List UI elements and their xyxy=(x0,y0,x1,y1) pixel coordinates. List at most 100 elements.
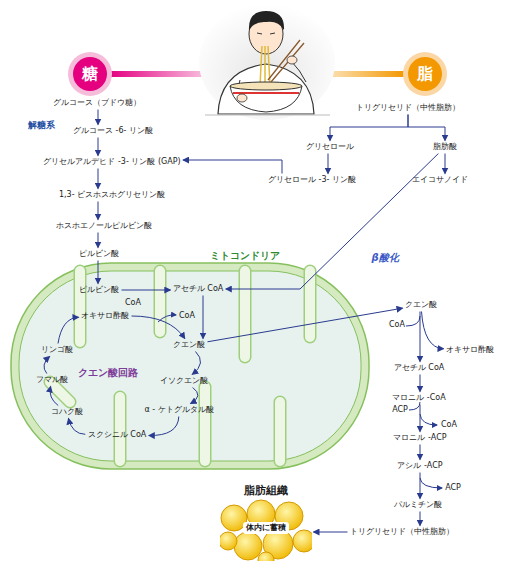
annotation-label: ACP xyxy=(392,405,408,415)
chopsticks xyxy=(268,40,304,82)
crista-outline xyxy=(114,397,127,461)
connector-arrow xyxy=(420,473,421,499)
input-arrow xyxy=(409,402,420,410)
crista-outline xyxy=(274,402,287,461)
circle-text: 脂 xyxy=(403,52,447,96)
release-arrow xyxy=(420,478,442,488)
metabolite-label: ホスホエノールピルビン酸 xyxy=(55,221,153,231)
crista-fold xyxy=(200,387,210,461)
connector-arrow xyxy=(98,202,99,220)
node-text: クエン酸 xyxy=(405,300,437,309)
adipose-tissue: 脂肪組織体内に蓄積 xyxy=(220,484,312,561)
annotation-label: 解糖系 xyxy=(28,120,55,130)
inner-space xyxy=(19,271,361,461)
node-text: グリセロール xyxy=(306,142,354,151)
connector-arrow xyxy=(183,160,282,174)
crista-outline xyxy=(50,382,70,402)
connector-arrow xyxy=(98,138,99,156)
node-text: トリグリセリド（中性脂肪） xyxy=(350,527,454,536)
node-text: α - ケトグルタル酸 xyxy=(144,405,213,414)
crista-fold xyxy=(155,271,165,332)
crista-outline xyxy=(304,271,317,337)
metabolite-label: クエン酸 xyxy=(404,300,438,310)
crista-fold xyxy=(50,382,70,402)
crista-outline xyxy=(239,271,252,357)
tissue-title: 脂肪組織 xyxy=(244,484,288,497)
connector-arrow xyxy=(132,316,185,339)
annotation-label: CoA xyxy=(389,320,405,330)
connector-arrow xyxy=(330,115,408,141)
crista-fold xyxy=(240,271,250,357)
metabolite-label: トリグリセリド（中性脂肪） xyxy=(355,103,461,113)
node-text: マロニル -CoA xyxy=(392,393,445,402)
node-text: グルコース -6- リン酸 xyxy=(73,126,153,135)
fat-cell xyxy=(258,552,274,561)
metabolite-label: スクシニル CoA xyxy=(87,430,148,440)
node-text: 脂肪酸 xyxy=(433,142,457,151)
annotation-label: ACP xyxy=(445,483,461,493)
node-text: リンゴ酸 xyxy=(41,345,73,354)
node-text: クエン酸 xyxy=(173,340,205,349)
input-arrow xyxy=(406,316,420,326)
metabolite-label: グリセロール -3- リン酸 xyxy=(267,175,357,185)
node-text: オキサロ酢酸 xyxy=(446,345,494,354)
annotation-label: CoA xyxy=(179,311,195,321)
nutrient-circle: 脂 xyxy=(403,52,447,96)
node-text: トリグリセリド（中性脂肪） xyxy=(356,103,460,112)
metabolite-label: グリセロール xyxy=(305,142,355,152)
node-text: マロニル -ACP xyxy=(393,433,446,442)
node-text: アセチル CoA xyxy=(394,363,445,372)
node-text: グリセルアルデヒド -3- リン酸 (GAP) xyxy=(43,157,180,166)
metabolite-label: アセチル CoA xyxy=(393,363,446,373)
connector-arrow xyxy=(420,405,421,432)
annotation-label: クエン酸回路 xyxy=(78,368,138,378)
connector-arrow xyxy=(420,375,421,392)
metabolite-label: α - ケトグルタル酸 xyxy=(143,405,214,415)
connector-arrow xyxy=(192,352,200,375)
node-text: オキサロ酢酸 xyxy=(81,311,129,320)
connector-arrow xyxy=(445,154,446,174)
edge-label: CoA xyxy=(125,298,141,308)
table-edge xyxy=(205,115,330,116)
metabolite-label: マロニル -CoA xyxy=(391,393,446,403)
fat-cell xyxy=(234,532,262,560)
metabolite-label: グルコース -6- リン酸 xyxy=(72,126,154,136)
node-text: コハク酸 xyxy=(51,407,83,416)
metabolite-label: 脂肪酸 xyxy=(432,142,458,152)
connector-arrow xyxy=(314,532,348,533)
metabolite-label: アシル -ACP xyxy=(396,461,443,471)
connector-arrow xyxy=(226,154,439,290)
person-hair xyxy=(249,11,284,30)
metabolite-label: グルコース（ブドウ糖） xyxy=(52,98,142,108)
metabolite-label: コハク酸 xyxy=(50,407,84,417)
connector-arrow xyxy=(98,233,99,248)
connector-arrow xyxy=(122,290,171,291)
metabolite-label: トリグリセリド（中性脂肪） xyxy=(349,527,455,537)
crista-fold xyxy=(75,271,85,342)
connector-arrow xyxy=(408,115,445,141)
circle-glow xyxy=(403,52,447,96)
node-text: パルミチン酸 xyxy=(394,500,442,509)
node-text: ピルビン酸 xyxy=(79,249,119,258)
connector-arrow xyxy=(203,296,204,339)
connector-arrow xyxy=(191,388,198,404)
nutrient-circle: 糖 xyxy=(68,52,112,96)
mitochondria-organelle: ミトコンドリアピルビン酸アセチル CoAオキサロ酢酸クエン酸イソクエン酸α - … xyxy=(10,262,370,470)
annotation-label: CoA xyxy=(441,420,457,430)
metabolite-label: リンゴ酸 xyxy=(40,345,74,355)
connector-arrow xyxy=(420,312,421,362)
metabolite-label: オキサロ酢酸 xyxy=(80,311,130,321)
bowl-rim xyxy=(230,82,302,90)
metabolite-label: フマル酸 xyxy=(35,375,69,385)
node-text: フマル酸 xyxy=(36,375,68,384)
connector-arrow xyxy=(208,308,403,342)
fat-cell xyxy=(220,532,237,550)
crista-fold xyxy=(305,271,315,337)
metabolite-label: イソクエン酸 xyxy=(159,376,209,386)
node-text: グルコース（ブドウ糖） xyxy=(53,98,141,107)
node-text: 1,3- ビスホスホグリセリン酸 xyxy=(59,190,165,199)
circle-glow xyxy=(68,52,112,96)
node-text: ピルビン酸 xyxy=(79,285,119,294)
node-text: アセチル CoA xyxy=(173,284,224,293)
node-text: グリセロール -3- リン酸 xyxy=(268,175,356,184)
